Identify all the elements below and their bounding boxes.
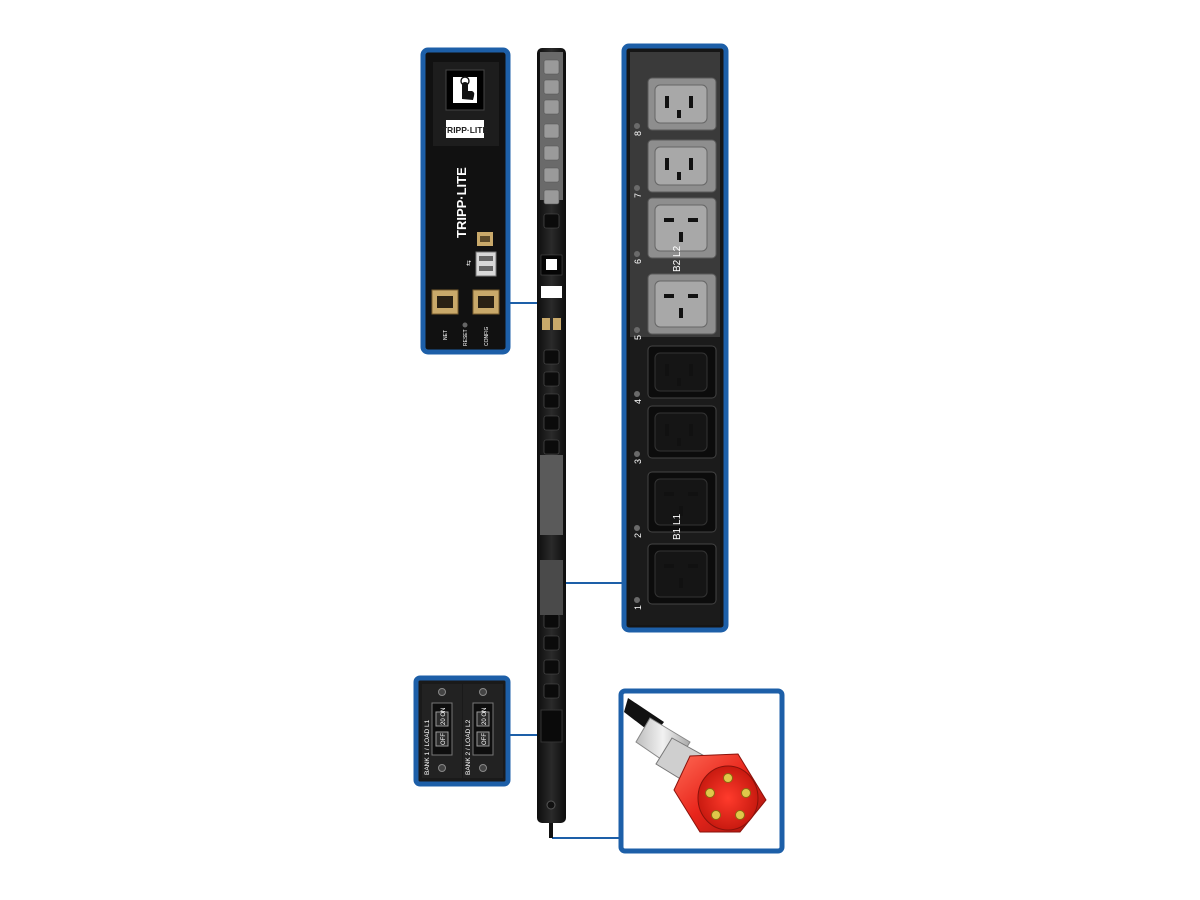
usb-icon: ⇆ bbox=[466, 232, 497, 277]
breaker-off: OFF bbox=[482, 733, 488, 745]
outlet-7: 7 bbox=[633, 139, 717, 198]
strip-outlet bbox=[543, 213, 560, 229]
outlet-list: 8 7 6 5 4 3 2 1 bbox=[633, 77, 717, 610]
strip-outlet bbox=[543, 683, 560, 699]
outlet-number: 6 bbox=[633, 259, 643, 264]
port-label-net: NET bbox=[443, 330, 449, 340]
bank-label-b2: B2 L2 bbox=[672, 245, 683, 272]
outlet-4: 4 bbox=[633, 345, 717, 404]
outlet-8: 8 bbox=[633, 77, 717, 136]
breaker-label: BANK 1 / LOAD L1 bbox=[424, 719, 431, 775]
strip-outlet bbox=[543, 349, 560, 365]
outlet-panel-callout: 8 7 6 5 4 3 2 1 B2 L2 B1 L1 bbox=[621, 43, 729, 633]
strip-outlet bbox=[543, 439, 560, 455]
strip-outlet bbox=[543, 189, 560, 205]
outlet-number: 8 bbox=[633, 131, 643, 136]
outlet-1: 1 bbox=[633, 543, 717, 610]
outlet-number: 4 bbox=[633, 399, 643, 404]
breaker-2: 20 ON OFF BANK 2 / LOAD L2 bbox=[465, 688, 494, 775]
outlet-number: 5 bbox=[633, 335, 643, 340]
pdu-strip bbox=[537, 48, 566, 838]
breaker-off: OFF bbox=[441, 733, 447, 745]
strip-outlet bbox=[543, 167, 560, 183]
strip-outlet bbox=[543, 79, 560, 95]
touch-hand-icon bbox=[453, 76, 477, 103]
port-label-config: CONFIG bbox=[484, 326, 490, 346]
brand-logo-vertical: TRIPP·LITE bbox=[454, 167, 469, 238]
breaker-panel-callout: 20 ON OFF BANK 1 / LOAD L1 20 ON OFF BANK 2 /… bbox=[413, 675, 511, 787]
port-label-reset: RESET bbox=[463, 329, 469, 346]
bank-label-b1: B1 L1 bbox=[672, 513, 683, 540]
strip-outlet bbox=[543, 659, 560, 675]
breaker-1: 20 ON OFF BANK 1 / LOAD L1 bbox=[424, 688, 453, 775]
strip-outlet bbox=[543, 635, 560, 651]
brand-logo-text: TRIPP·LITE bbox=[442, 125, 489, 135]
breaker-label: BANK 2 / LOAD L2 bbox=[465, 719, 472, 775]
breaker-amp: 20 ON bbox=[482, 708, 488, 725]
config-port bbox=[472, 289, 500, 315]
strip-outlet bbox=[543, 59, 560, 75]
outlet-3: 3 bbox=[633, 405, 717, 464]
strip-outlet bbox=[543, 415, 560, 431]
control-panel-callout: TRIPP·LITE TRIPP·LITE ⇆ NET RESET CONFIG bbox=[420, 47, 511, 355]
outlet-number: 3 bbox=[633, 459, 643, 464]
outlet-2: 2 bbox=[633, 471, 717, 538]
breaker-amp: 20 ON bbox=[441, 708, 447, 725]
network-port bbox=[431, 289, 459, 315]
reset-button bbox=[462, 322, 468, 328]
strip-outlet bbox=[543, 613, 560, 629]
strip-logo bbox=[541, 286, 562, 298]
strip-outlet bbox=[543, 123, 560, 139]
strip-outlet bbox=[543, 145, 560, 161]
strip-outlet bbox=[543, 393, 560, 409]
outlet-number: 1 bbox=[633, 605, 643, 610]
svg-text:⇆: ⇆ bbox=[466, 260, 473, 266]
plug-icon bbox=[624, 698, 767, 833]
breaker-list: 20 ON OFF BANK 1 / LOAD L1 20 ON OFF BANK 2 /… bbox=[424, 688, 494, 775]
brand-logo-badge bbox=[446, 120, 484, 138]
outlet-5: 5 bbox=[633, 273, 717, 340]
outlet-number: 7 bbox=[633, 193, 643, 198]
strip-outlet bbox=[543, 99, 560, 115]
outlet-number: 2 bbox=[633, 533, 643, 538]
callout-connectors bbox=[508, 302, 624, 839]
strip-outlet bbox=[543, 371, 560, 387]
plug-callout bbox=[618, 688, 785, 854]
outlet-6: 6 bbox=[633, 197, 717, 264]
